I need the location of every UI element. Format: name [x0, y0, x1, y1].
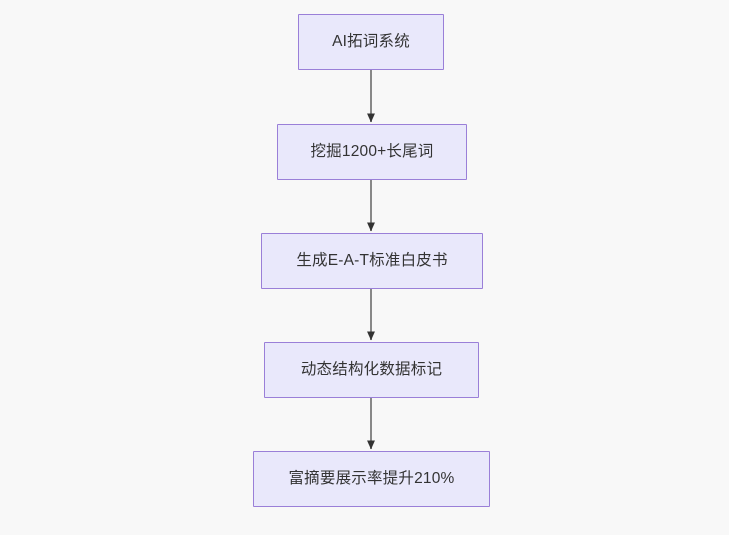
flowchart-node-rich-snippet-uplift[interactable]: 富摘要展示率提升210% — [253, 451, 490, 507]
flowchart-node-dynamic-structured-data[interactable]: 动态结构化数据标记 — [264, 342, 479, 398]
flowchart-node-label: 动态结构化数据标记 — [300, 360, 443, 378]
flowchart-node-label: 挖掘1200+长尾词 — [310, 142, 434, 160]
flowchart-node-ai-keyword-system[interactable]: AI拓词系统 — [298, 14, 444, 70]
flowchart-node-label: 富摘要展示率提升210% — [288, 469, 455, 487]
flowchart-node-label: AI拓词系统 — [332, 32, 410, 50]
flowchart-node-generate-eat-whitepaper[interactable]: 生成E-A-T标准白皮书 — [261, 233, 483, 289]
flowchart-node-mine-longtail-keywords[interactable]: 挖掘1200+长尾词 — [277, 124, 467, 180]
flowchart-node-label: 生成E-A-T标准白皮书 — [296, 251, 448, 269]
